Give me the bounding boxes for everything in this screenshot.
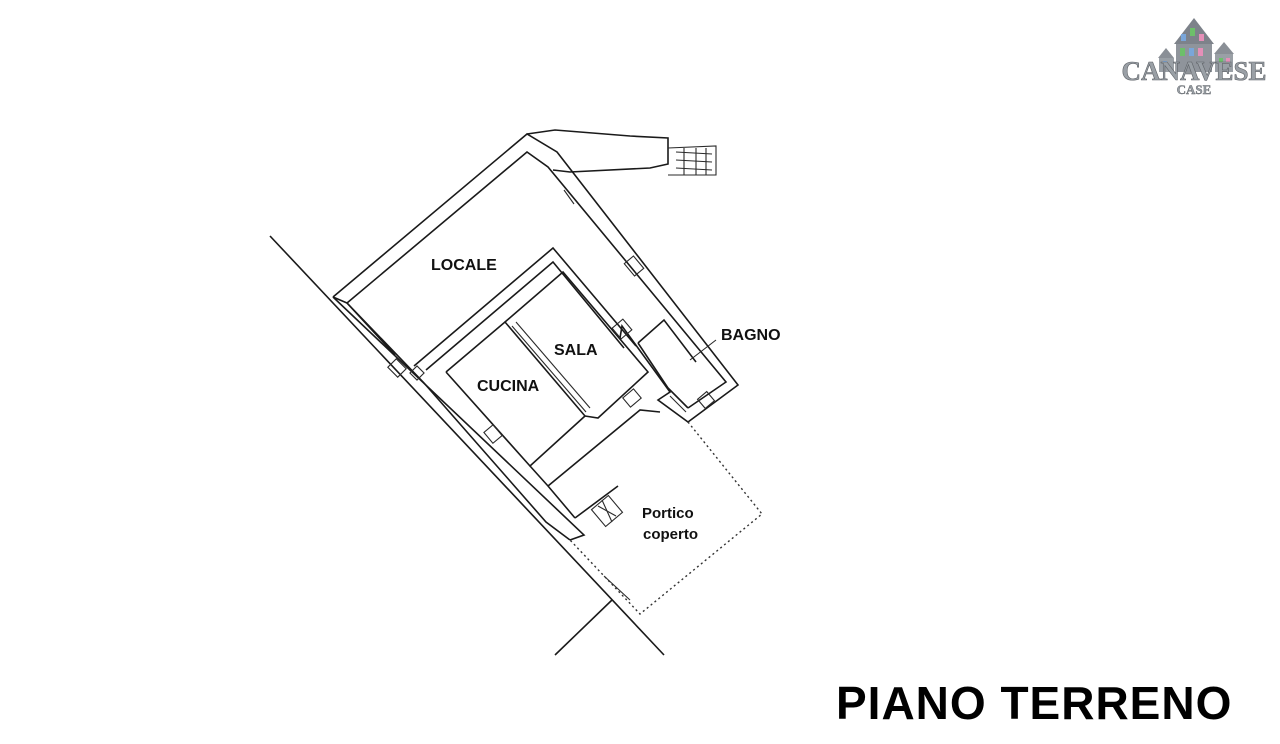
room-label-portico-line2: coperto	[643, 526, 698, 543]
logo-brand-text: CANAVESE	[1121, 56, 1266, 86]
room-label-locale: LOCALE	[431, 257, 497, 274]
floor-title: PIANO TERRENO	[836, 677, 1233, 729]
logo-sub-text: CASE	[1177, 82, 1212, 97]
stair-symbol	[590, 494, 624, 528]
room-label-bagno: BAGNO	[721, 327, 781, 344]
room-label-cucina: CUCINA	[477, 378, 540, 395]
room-label-portico-line1: Portico	[642, 505, 694, 522]
outer-walls	[332, 129, 740, 541]
houses-icon	[1158, 18, 1234, 72]
room-label-sala: SALA	[554, 342, 598, 359]
property-boundary	[269, 235, 665, 656]
portico-outline	[569, 421, 763, 615]
inner-walls	[387, 189, 717, 541]
canavese-case-logo: CANAVESE CASE	[1121, 18, 1267, 97]
